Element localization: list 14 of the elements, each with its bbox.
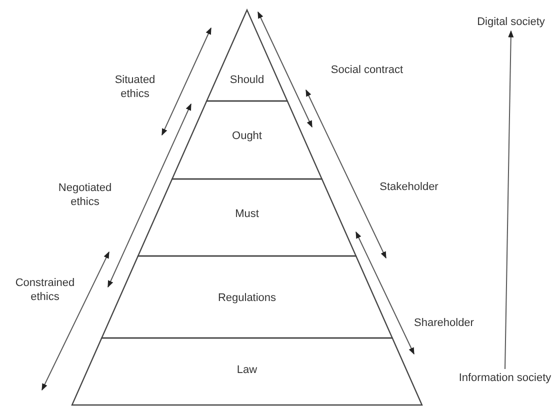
side-label: Shareholder <box>413 316 475 330</box>
side-label: Social contract <box>330 63 404 77</box>
side-label: Situated ethics <box>114 73 156 101</box>
arrow <box>504 30 514 370</box>
axis-end-label: Digital society <box>466 15 556 29</box>
level-label: Law <box>207 363 287 377</box>
level-label: Must <box>207 207 287 221</box>
level-label: Ought <box>207 129 287 143</box>
side-label: Stakeholder <box>378 180 440 194</box>
level-label: Should <box>207 73 287 87</box>
level-label: Regulations <box>207 291 287 305</box>
side-label: Constrained ethics <box>14 276 76 304</box>
axis-end-label: Information society <box>455 371 555 385</box>
side-label: Negotiated ethics <box>57 181 113 209</box>
